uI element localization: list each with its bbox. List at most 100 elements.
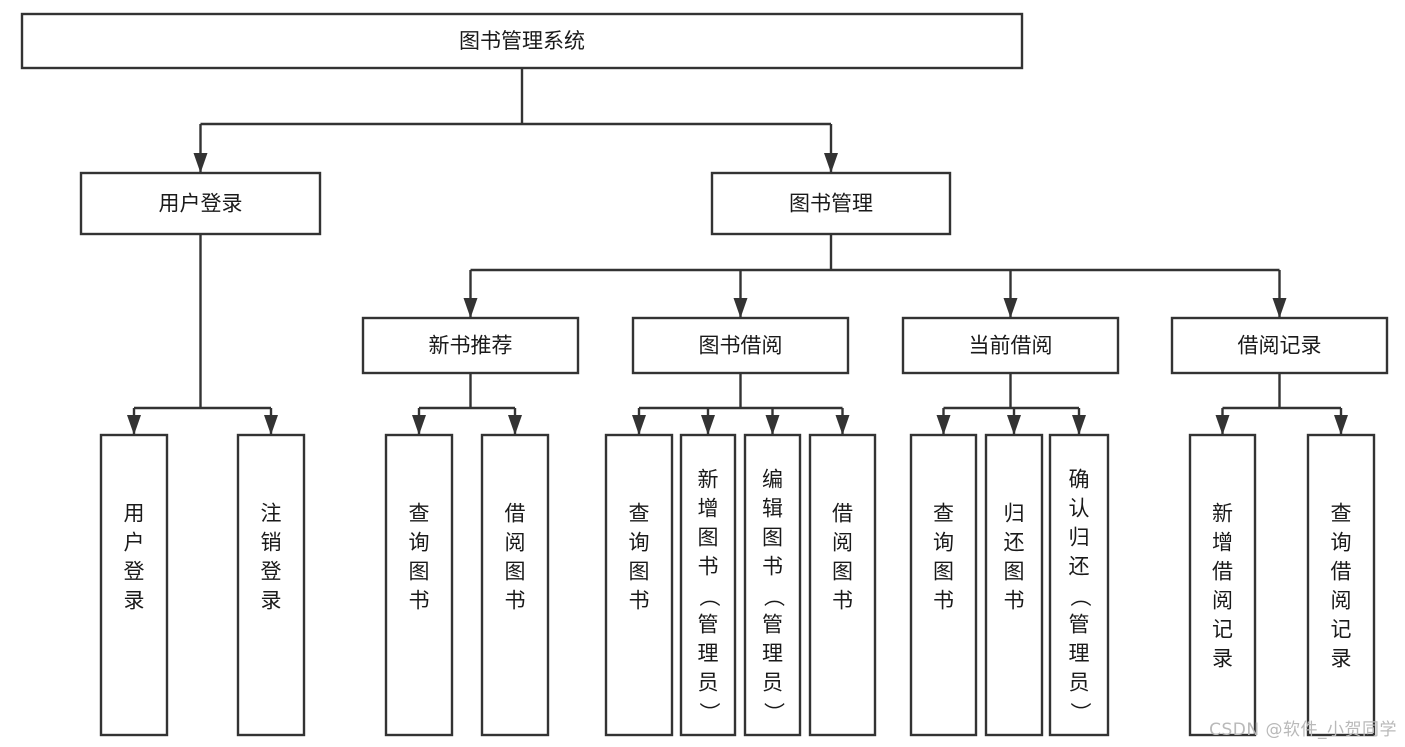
node-label: 借阅记录	[1238, 334, 1322, 358]
arrow-head-icon	[463, 298, 478, 318]
arrow-head-icon	[127, 415, 141, 435]
svg-text:图: 图	[505, 560, 526, 584]
node-user-login[interactable]: 用户登录	[79, 171, 322, 236]
svg-text:辑: 辑	[762, 497, 783, 521]
svg-text:书: 书	[832, 589, 853, 613]
svg-text:借: 借	[505, 502, 526, 526]
svg-text:还: 还	[1004, 531, 1025, 555]
svg-text:书: 书	[505, 589, 526, 613]
svg-text:查: 查	[629, 502, 650, 526]
svg-text:注: 注	[261, 502, 282, 526]
svg-text:录: 录	[261, 589, 282, 613]
arrow-head-icon	[632, 415, 646, 435]
svg-text:录: 录	[1331, 647, 1352, 671]
node-leaf-user-login[interactable]: 用户登录	[99, 433, 169, 737]
svg-text:查: 查	[933, 502, 954, 526]
svg-text:还: 还	[1069, 555, 1090, 579]
svg-text:查: 查	[409, 502, 430, 526]
svg-text:录: 录	[1212, 647, 1233, 671]
svg-text:书: 书	[762, 555, 783, 579]
arrow-head-icon	[193, 153, 208, 173]
svg-text:询: 询	[409, 531, 430, 555]
svg-text:阅: 阅	[1212, 589, 1233, 613]
node-new-book-rec[interactable]: 新书推荐	[361, 316, 580, 375]
svg-text:图: 图	[698, 526, 719, 550]
node-label: 当前借阅	[969, 334, 1053, 358]
svg-text:阅: 阅	[505, 531, 526, 555]
svg-text:销: 销	[261, 531, 282, 555]
svg-text:记: 记	[1331, 618, 1352, 642]
svg-text:理: 理	[1069, 642, 1090, 666]
svg-text:图: 图	[762, 526, 783, 550]
node-borrow-record[interactable]: 借阅记录	[1170, 316, 1389, 375]
arrow-head-icon	[824, 153, 838, 173]
svg-text:新: 新	[698, 468, 719, 492]
arrow-head-icon	[701, 415, 715, 435]
svg-text:员: 员	[698, 671, 719, 695]
svg-text:归: 归	[1069, 526, 1090, 550]
svg-text:书: 书	[629, 589, 650, 613]
arrow-head-icon	[1215, 415, 1230, 435]
svg-text:图: 图	[409, 560, 430, 584]
svg-text:增: 增	[1212, 531, 1233, 555]
svg-text:登: 登	[124, 560, 145, 584]
svg-text:阅: 阅	[832, 531, 853, 555]
connectors-layer	[127, 68, 1348, 435]
arrow-head-icon	[1072, 415, 1086, 435]
svg-text:管: 管	[762, 613, 783, 637]
node-root[interactable]: 图书管理系统	[20, 12, 1024, 70]
svg-text:）: ）	[762, 702, 786, 723]
arrow-head-icon	[412, 415, 426, 435]
node-current-borrow[interactable]: 当前借阅	[901, 316, 1120, 375]
arrow-head-icon	[1003, 298, 1018, 318]
svg-text:（: （	[1068, 586, 1092, 607]
node-label: 图书借阅	[699, 334, 783, 358]
svg-text:户: 户	[124, 531, 145, 555]
arrow-head-icon	[835, 415, 850, 435]
svg-text:借: 借	[1331, 560, 1352, 584]
node-book-borrow[interactable]: 图书借阅	[631, 316, 850, 375]
svg-text:书: 书	[1004, 589, 1025, 613]
svg-text:录: 录	[124, 589, 145, 613]
arrow-head-icon	[936, 415, 951, 435]
svg-text:新: 新	[1212, 502, 1233, 526]
svg-text:书: 书	[409, 589, 430, 613]
arrow-head-icon	[765, 415, 780, 435]
svg-text:记: 记	[1212, 618, 1233, 642]
svg-text:管: 管	[698, 613, 719, 637]
svg-text:书: 书	[933, 589, 954, 613]
nodes-layer: 图书管理系统用户登录图书管理新书推荐图书借阅当前借阅借阅记录用户登录注销登录查询…	[20, 12, 1389, 737]
node-book-manage[interactable]: 图书管理	[710, 171, 952, 236]
node-label: 新书推荐	[429, 334, 513, 358]
arrow-head-icon	[1272, 298, 1287, 318]
svg-text:书: 书	[698, 555, 719, 579]
svg-text:员: 员	[1069, 671, 1090, 695]
svg-text:（: （	[697, 586, 721, 607]
svg-text:归: 归	[1004, 502, 1025, 526]
svg-text:图: 图	[1004, 560, 1025, 584]
node-label: 用户登录	[159, 192, 243, 216]
svg-text:理: 理	[698, 642, 719, 666]
svg-text:）: ）	[1068, 702, 1092, 723]
